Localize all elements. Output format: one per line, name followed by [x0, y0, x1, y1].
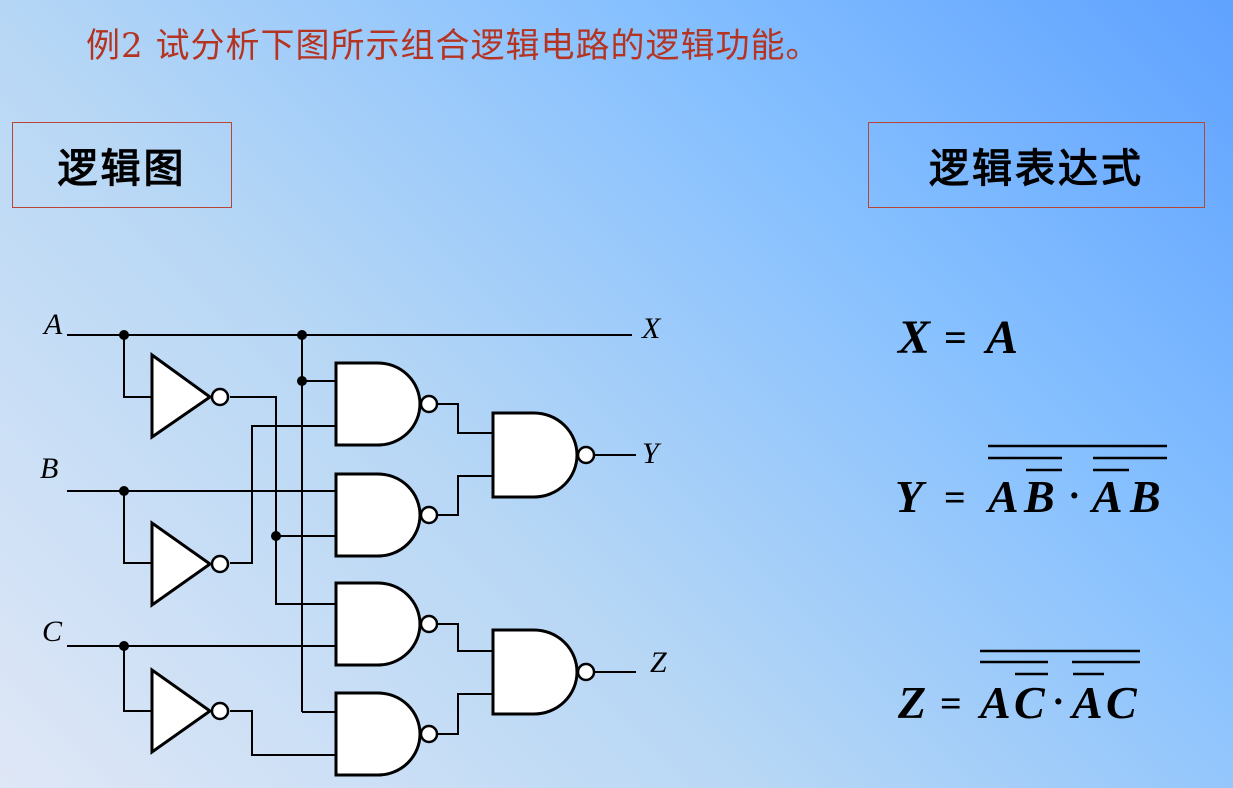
svg-text:A: A [985, 471, 1019, 522]
input-label-a: A [42, 308, 63, 341]
equation-x: X = A [896, 311, 1018, 364]
nand-gate-4 [334, 691, 439, 777]
svg-text:·: · [1068, 475, 1081, 517]
svg-text:B: B [1023, 471, 1055, 522]
svg-text:=: = [944, 477, 966, 519]
input-label-c: C [42, 615, 63, 648]
nand-gate-1 [334, 361, 439, 447]
output-label-z: Z [650, 646, 667, 679]
junction-dots [119, 330, 307, 651]
circuit-wires [67, 334, 636, 756]
logic-expression-label: 逻辑表达式 [868, 122, 1205, 208]
output-label-x: X [641, 312, 662, 345]
inverter-gate-1 [150, 352, 230, 440]
input-label-b: B [40, 452, 58, 485]
page-title: 例2 试分析下图所示组合逻辑电路的逻辑功能。 [86, 26, 821, 66]
svg-text:A: A [1089, 471, 1123, 522]
svg-text:C: C [1014, 677, 1046, 728]
inverter-gate-2 [150, 520, 230, 608]
svg-text:=: = [940, 683, 962, 725]
output-label-y: Y [642, 437, 662, 470]
svg-text:A: A [983, 311, 1018, 364]
svg-text:·: · [1052, 681, 1065, 723]
equation-y: Y = A B · A B [895, 444, 1167, 522]
svg-text:A: A [977, 677, 1011, 728]
equation-z: Z = A C · A C [897, 649, 1140, 728]
svg-text:A: A [1069, 677, 1103, 728]
nand-gate-3 [334, 581, 439, 667]
nand-gate-y [491, 411, 596, 499]
nand-gate-2 [334, 472, 439, 558]
inverter-gate-3 [150, 667, 230, 755]
logic-diagram-label: 逻辑图 [12, 122, 232, 208]
svg-text:C: C [1106, 677, 1138, 728]
svg-text:B: B [1129, 471, 1161, 522]
nand-gate-z [491, 628, 596, 716]
svg-text:Z: Z [897, 677, 926, 728]
svg-text:=: = [944, 315, 967, 360]
svg-text:X: X [896, 311, 931, 364]
svg-text:Y: Y [895, 471, 927, 522]
